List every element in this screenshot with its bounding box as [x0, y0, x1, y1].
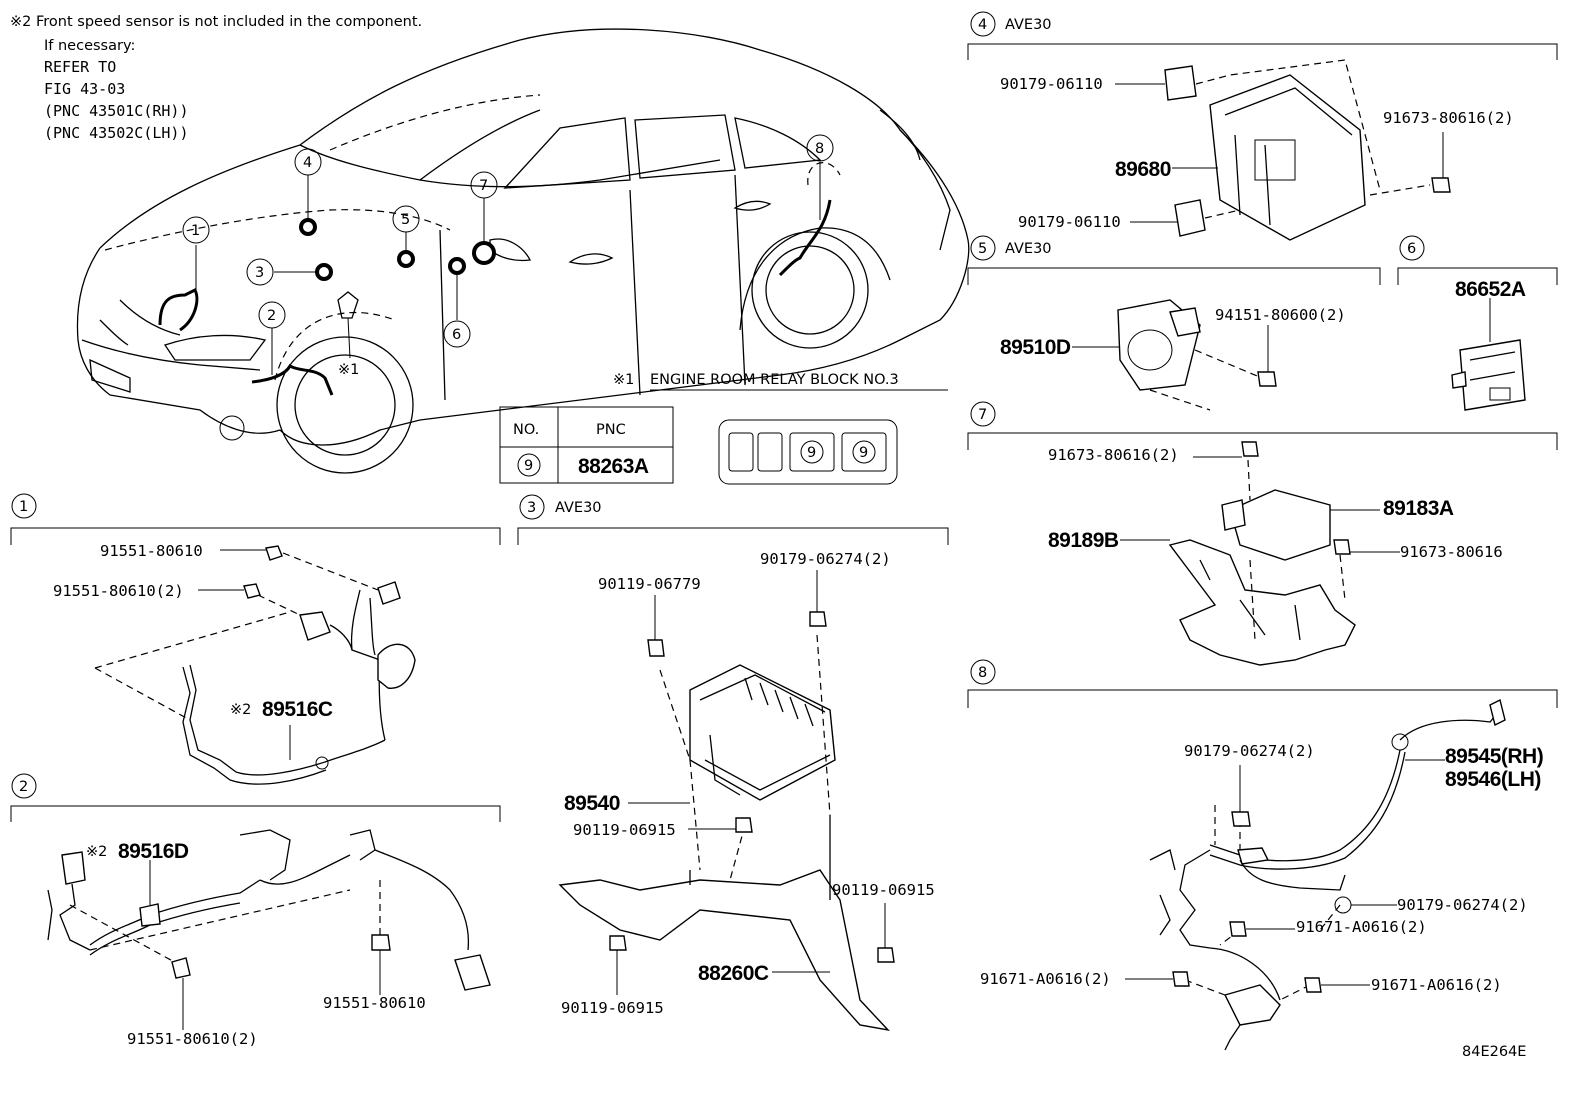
s3-part-88260C[interactable]: 88260C	[698, 962, 769, 985]
s3-part-90119-06915-c[interactable]: 90119-06915	[561, 999, 664, 1017]
svg-text:5: 5	[401, 212, 410, 228]
s1-part-91551-80610-2[interactable]: 91551-80610(2)	[53, 582, 184, 600]
component-5-location	[397, 250, 415, 268]
s4-part-90179-06110-a[interactable]: 90179-06110	[1000, 75, 1103, 93]
svg-text:6: 6	[452, 327, 461, 343]
svg-text:3: 3	[255, 265, 264, 281]
front-speed-sensor-note: ※2 Front speed sensor is not included in…	[10, 14, 422, 142]
section-5: 5 AVE30 94151-80600(2) 89510D	[967, 235, 1381, 411]
s3-part-90119-06915-b[interactable]: 90119-06915	[832, 881, 935, 899]
callout-5[interactable]: 5	[392, 205, 420, 233]
callout-7[interactable]: 7	[470, 171, 498, 199]
s5-part-89510D[interactable]: 89510D	[1000, 336, 1071, 359]
section-7: 7 91673-80616(2) 89183A 89189B 91673-806…	[967, 401, 1558, 666]
note-line-2: If necessary:	[44, 38, 135, 54]
pnc-row-pnc[interactable]: 88263A	[578, 455, 649, 478]
s8-part-89545-rh[interactable]: 89545(RH)	[1445, 745, 1544, 768]
section-8-number: 8	[978, 665, 987, 681]
svg-text:8: 8	[815, 141, 824, 157]
s8-part-91671-A0616-2-b[interactable]: 91671-A0616(2)	[980, 970, 1111, 988]
section-3-variant: AVE30	[555, 500, 602, 516]
callout-3[interactable]: 3	[246, 258, 274, 286]
relay-block-note: ※1 ENGINE ROOM RELAY BLOCK NO.3	[613, 372, 948, 391]
s3-part-90179-06274-2[interactable]: 90179-06274(2)	[760, 550, 891, 568]
callout-6[interactable]: 6	[443, 320, 471, 348]
s1-mark-2: ※2	[230, 702, 251, 718]
callout-1[interactable]: 1	[182, 216, 210, 244]
section-6-number: 6	[1407, 241, 1416, 257]
s6-part-86652A[interactable]: 86652A	[1455, 278, 1526, 301]
relay-block-graphic: 9 9	[718, 419, 898, 485]
section-1-number: 1	[19, 499, 28, 515]
svg-text:4: 4	[303, 155, 312, 171]
s7-part-91673-80616-2[interactable]: 91673-80616(2)	[1048, 446, 1179, 464]
section-4: 4 AVE30 90179-06110 91673-80616(2) 89680…	[967, 11, 1558, 241]
s8-part-89546-lh[interactable]: 89546(LH)	[1445, 768, 1541, 791]
s1-part-91551-80610[interactable]: 91551-80610	[100, 542, 203, 560]
s3-part-89540[interactable]: 89540	[564, 792, 620, 815]
s7-part-91673-80616[interactable]: 91673-80616	[1400, 543, 1503, 561]
section-3: 3 AVE30 90119-06779 90179-06274(2) 89540	[517, 494, 949, 1032]
relay-slot-9a: 9	[807, 445, 816, 461]
s2-mark-2: ※2	[86, 844, 107, 860]
callout-4[interactable]: 4	[294, 148, 322, 176]
s7-part-89189B[interactable]: 89189B	[1048, 529, 1119, 552]
s5-part-94151-80600-2[interactable]: 94151-80600(2)	[1215, 306, 1346, 324]
car-callouts: 1 2 3 4 5 6 7 8	[182, 134, 834, 348]
callout-8[interactable]: 8	[806, 134, 834, 162]
svg-text:1: 1	[191, 223, 200, 239]
note-line-1: ※2 Front speed sensor is not included in…	[10, 14, 422, 30]
relay-slot-9b: 9	[859, 445, 868, 461]
section-5-number: 5	[978, 241, 987, 257]
component-4-location	[299, 218, 317, 236]
s3-part-90119-06915-a[interactable]: 90119-06915	[573, 821, 676, 839]
s8-part-91671-A0616-2-a[interactable]: 91671-A0616(2)	[1296, 918, 1427, 936]
note-line-6: (PNC 43502C(LH))	[44, 124, 189, 142]
section-2: 2 ※2 89516D 91551-80610 91551-80610(2)	[10, 773, 501, 1048]
s3-part-90119-06779[interactable]: 90119-06779	[598, 575, 701, 593]
component-7-location	[472, 241, 496, 265]
svg-text:2: 2	[267, 308, 276, 324]
s4-part-89680[interactable]: 89680	[1115, 158, 1171, 181]
s1-part-89516C[interactable]: 89516C	[262, 698, 333, 721]
callout-2[interactable]: 2	[258, 301, 286, 329]
section-8: 8 89545(RH) 89546(LH) 90179-06274	[967, 659, 1558, 1051]
s4-part-90179-06110-b[interactable]: 90179-06110	[1018, 213, 1121, 231]
s7-part-89183A[interactable]: 89183A	[1383, 497, 1454, 520]
car-illustration: ※1	[76, 28, 970, 474]
relay-block-mark-on-car: ※1	[338, 362, 359, 378]
relay-note-mark: ※1	[613, 372, 634, 388]
pnc-row-no: 9	[524, 458, 533, 474]
pnc-col-no: NO.	[513, 422, 539, 438]
pnc-col-pnc: PNC	[596, 422, 626, 438]
s8-part-90179-06274-2-a[interactable]: 90179-06274(2)	[1184, 742, 1315, 760]
section-2-number: 2	[19, 779, 28, 795]
figure-id: 84E264E	[1462, 1044, 1526, 1060]
component-6-location	[448, 257, 466, 275]
relay-note-text: ENGINE ROOM RELAY BLOCK NO.3	[650, 372, 899, 388]
svg-text:7: 7	[479, 178, 488, 194]
section-5-variant: AVE30	[1005, 241, 1052, 257]
s8-part-91671-A0616-2-c[interactable]: 91671-A0616(2)	[1371, 976, 1502, 994]
s4-part-91673-80616-2[interactable]: 91673-80616(2)	[1383, 109, 1514, 127]
section-4-variant: AVE30	[1005, 17, 1052, 33]
component-3-location	[315, 263, 333, 281]
note-line-4: FIG 43-03	[44, 80, 125, 98]
section-1: 1 91551-80610 91551-80610(2) ※2 89516C	[10, 493, 501, 785]
section-3-number: 3	[527, 500, 536, 516]
note-line-3: REFER TO	[44, 58, 116, 76]
s2-part-89516D[interactable]: 89516D	[118, 840, 189, 863]
s8-part-90179-06274-2-b[interactable]: 90179-06274(2)	[1397, 896, 1528, 914]
section-7-number: 7	[978, 407, 987, 423]
pnc-table: NO. PNC 9 88263A	[499, 406, 674, 484]
note-line-5: (PNC 43501C(RH))	[44, 102, 189, 120]
s2-part-91551-80610[interactable]: 91551-80610	[323, 994, 426, 1012]
section-4-number: 4	[978, 17, 987, 33]
section-6: 6 86652A	[1397, 235, 1558, 411]
s2-part-91551-80610-2[interactable]: 91551-80610(2)	[127, 1030, 258, 1048]
